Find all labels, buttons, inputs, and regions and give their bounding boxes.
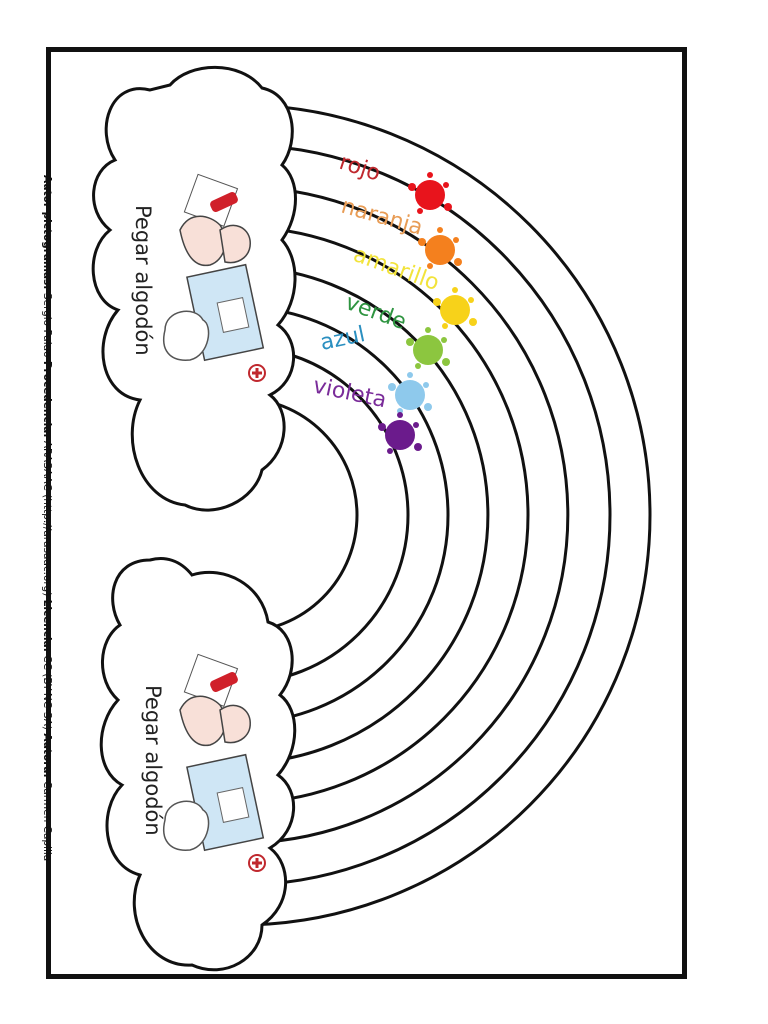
cloud-bottom-label: Pegar algodón xyxy=(141,685,165,836)
rainbow-arc xyxy=(239,396,359,634)
paint-splat-icon xyxy=(433,287,477,329)
color-word-azul: azul xyxy=(318,322,367,356)
cotton-bag-icon xyxy=(163,753,266,872)
licencia-value: CC (BY-NC-SA) xyxy=(41,655,53,731)
hand-glue-icon xyxy=(179,173,251,267)
paint-splat-icon xyxy=(378,412,422,454)
color-word-rojo: rojo xyxy=(336,150,383,187)
autora-value: Carmen Capilla xyxy=(41,781,53,862)
cotton-bag-icon xyxy=(163,263,266,382)
paint-splat-icon xyxy=(406,327,450,369)
color-word-naranja: naranja xyxy=(338,194,425,241)
cloud-top-label: Pegar algodón xyxy=(131,205,155,356)
procedencia-value: ARASAAC (http://arasaac.org) xyxy=(41,440,53,597)
hand-glue-icon xyxy=(179,653,251,747)
autor-label: Autor pictogramas: xyxy=(41,175,53,290)
rainbow-arc xyxy=(239,103,652,927)
rainbow-arc xyxy=(239,143,612,887)
paint-splat-icon xyxy=(388,372,432,414)
rainbow-arcs xyxy=(239,103,652,927)
autora-label: Autora: xyxy=(41,733,53,778)
rainbow-arc xyxy=(239,345,410,685)
color-word-violeta: violeta xyxy=(311,373,389,413)
rainbow-arc xyxy=(239,265,490,765)
paint-splat-icon xyxy=(418,227,462,269)
rainbow-arc xyxy=(239,185,570,845)
paint-splat-icon xyxy=(408,172,452,214)
rainbow-arc xyxy=(239,305,450,725)
licencia-label: Licencia: xyxy=(41,599,53,652)
rainbow-arc xyxy=(239,225,530,805)
procedencia-label: Procedencia: xyxy=(41,360,53,438)
autor-value: Sergio Palao xyxy=(41,292,53,358)
